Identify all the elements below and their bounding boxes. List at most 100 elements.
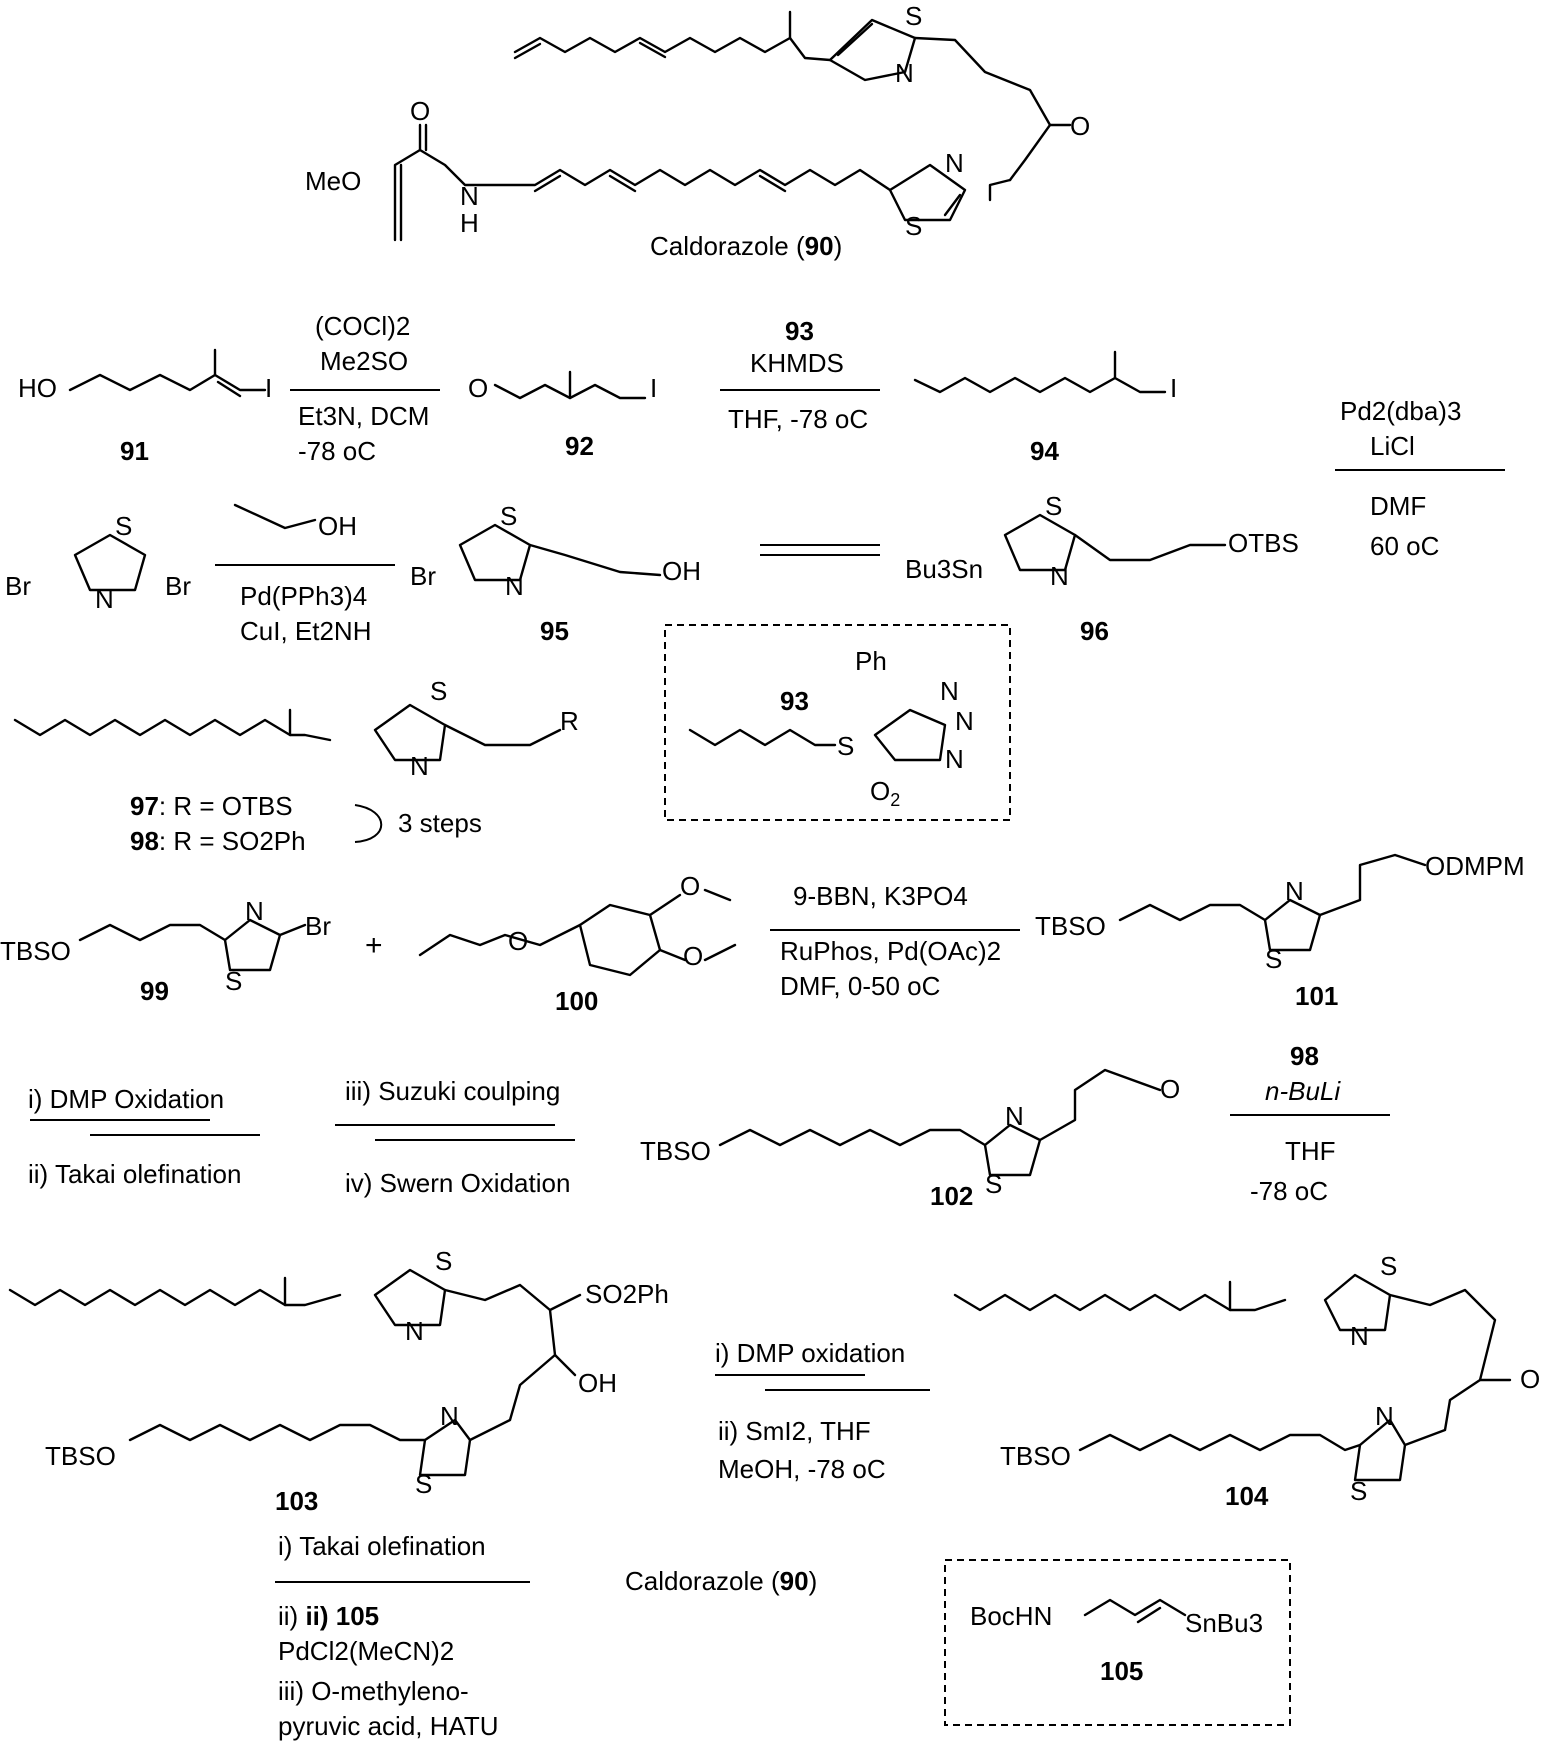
atom-s: S [1350, 1476, 1367, 1506]
bochn-label: BocHN [970, 1601, 1052, 1631]
hydroxyl-label: OH [662, 556, 701, 586]
tbso-label: TBSO [1035, 911, 1106, 941]
compound-102: TBSO N S O 102 [640, 1068, 1180, 1211]
compound-number-101: 101 [1295, 981, 1338, 1011]
atom-s: S [905, 1, 922, 31]
arrow-step4: OH Pd(PPh3)4 CuI, Et2NH [215, 503, 395, 646]
tributylstannyl-label: Bu3Sn [905, 554, 983, 584]
arrow-step6: 9-BBN, K3PO4 RuPhos, Pd(OAc)2 DMF, 0-50 … [770, 881, 1020, 1001]
atom-o: O [1520, 1364, 1540, 1394]
step-acylation: iii) O-methyleno- [278, 1676, 469, 1706]
condition-thf: THF, -78 oC [728, 404, 868, 434]
atom-o: O [410, 96, 430, 126]
tbso-label: TBSO [640, 1136, 711, 1166]
atom-n: N [460, 181, 479, 211]
reagent-hatu: pyruvic acid, HATU [278, 1711, 499, 1741]
atom-s: S [837, 731, 854, 761]
atom-n: N [940, 676, 959, 706]
phenyl-label: Ph [855, 646, 887, 676]
compound-number-94: 94 [1030, 436, 1059, 466]
atom-n: N [440, 1401, 459, 1431]
reagent-pd2dba3: Pd2(dba)3 [1340, 396, 1461, 426]
compound-number-103: 103 [275, 1486, 318, 1516]
compound-101: TBSO N S ODMPM 101 [1035, 851, 1525, 1011]
reagent-pdcl2: PdCl2(MeCN)2 [278, 1636, 454, 1666]
reagent-pdpph34: Pd(PPh3)4 [240, 581, 367, 611]
atom-o: O [1070, 111, 1090, 141]
compound-100: O O O 100 [418, 871, 737, 1016]
three-steps-label: 3 steps [398, 808, 482, 838]
atom-n: N [95, 584, 114, 614]
atom-s: S [115, 511, 132, 541]
caldorazole-label: Caldorazole (90) [650, 231, 842, 261]
reagent-9bbn: 9-BBN, K3PO4 [793, 881, 968, 911]
atom-s: S [415, 1469, 432, 1499]
hydroxyl-label: HO [18, 373, 57, 403]
arrow-multistep [760, 544, 880, 556]
compound-92: O I 92 [468, 370, 657, 461]
atom-s: S [1380, 1251, 1397, 1281]
atom-n: N [945, 148, 964, 178]
reagent-khmds: KHMDS [750, 348, 844, 378]
condition-temp: -78 oC [298, 436, 376, 466]
atom-n: N [405, 1316, 424, 1346]
reagent-box-105: BocHN SnBu3 105 [944, 1559, 1291, 1726]
atom-o: O [680, 871, 700, 901]
bromide-label: Br [410, 561, 436, 591]
reagent-smi2: ii) SmI2, THF [718, 1416, 871, 1446]
reagent-ruphos: RuPhos, Pd(OAc)2 [780, 936, 1001, 966]
atom-n: N [955, 706, 974, 736]
dashed-box [664, 624, 1011, 821]
arrow-step10: i) Takai olefination ii) ii) 105 PdCl2(M… [275, 1531, 530, 1741]
reagent-cui-et2nh: CuI, Et2NH [240, 616, 372, 646]
reagent-dmso: Me2SO [320, 346, 408, 376]
atom-s: S [1265, 944, 1282, 974]
condition-temp: 60 oC [1370, 531, 1439, 561]
iodide-label: I [1170, 373, 1177, 403]
bromide-label: Br [305, 911, 331, 941]
arrow-step8: 98 n-BuLi THF -78 oC [1230, 1041, 1390, 1206]
atom-n: N [1005, 1101, 1024, 1131]
atom-n: N [1050, 561, 1069, 591]
compound-number-93: 93 [780, 686, 809, 716]
step-dmp-oxidation: i) DMP Oxidation [28, 1084, 224, 1114]
compound-99: TBSO N S Br 99 [0, 896, 331, 1006]
atom-o: O [683, 941, 703, 971]
hydroxyl-label: OH [578, 1368, 617, 1398]
dashed-box [944, 1559, 1291, 1726]
compound-number-96: 96 [1080, 616, 1109, 646]
atom-s: S [500, 501, 517, 531]
compound-94: I 94 [913, 350, 1177, 466]
atom-n: N [1350, 1321, 1369, 1351]
atom-s: S [985, 1169, 1002, 1199]
tbso-label: TBSO [1000, 1441, 1071, 1471]
sulfonylphenyl-label: SO2Ph [585, 1279, 669, 1309]
compound-number-99: 99 [140, 976, 169, 1006]
reagent-box-93: 93 Ph S O2 N N N [664, 624, 1011, 821]
reagent-et3n-dcm: Et3N, DCM [298, 401, 429, 431]
atom-s: S [430, 676, 447, 706]
atom-n: N [245, 896, 264, 926]
condition-dmf: DMF, 0-50 oC [780, 971, 940, 1001]
condition-thf: THF [1285, 1136, 1336, 1166]
dibromothiazole: S N Br Br [5, 511, 191, 614]
compound-103: S N SO2Ph OH N S TBSO 103 [8, 1246, 669, 1516]
step-dmp-oxidation: i) DMP oxidation [715, 1338, 905, 1368]
condition-dmf: DMF [1370, 491, 1426, 521]
reagent-licl: LiCl [1370, 431, 1415, 461]
compound-number-105: 105 [1100, 1656, 1143, 1686]
curved-arrow [354, 804, 383, 843]
tributylstannyl-label: SnBu3 [1185, 1608, 1263, 1638]
atom-n: N [1285, 876, 1304, 906]
propargyl-alcohol-oh: OH [318, 511, 357, 541]
compound-95: S N Br OH 95 [410, 501, 701, 646]
compound-98-label: 98: R = SO2Ph [130, 826, 306, 856]
compound-97-label: 97: R = OTBS [130, 791, 293, 821]
r-group-label: R [560, 706, 579, 736]
arrow-step3: Pd2(dba)3 LiCl DMF 60 oC [1335, 396, 1505, 561]
compound-number-95: 95 [540, 616, 569, 646]
step-105-coupling: ii) ii) 105 [278, 1601, 379, 1631]
odmpm-label: ODMPM [1425, 851, 1525, 881]
bromide-label: Br [165, 571, 191, 601]
